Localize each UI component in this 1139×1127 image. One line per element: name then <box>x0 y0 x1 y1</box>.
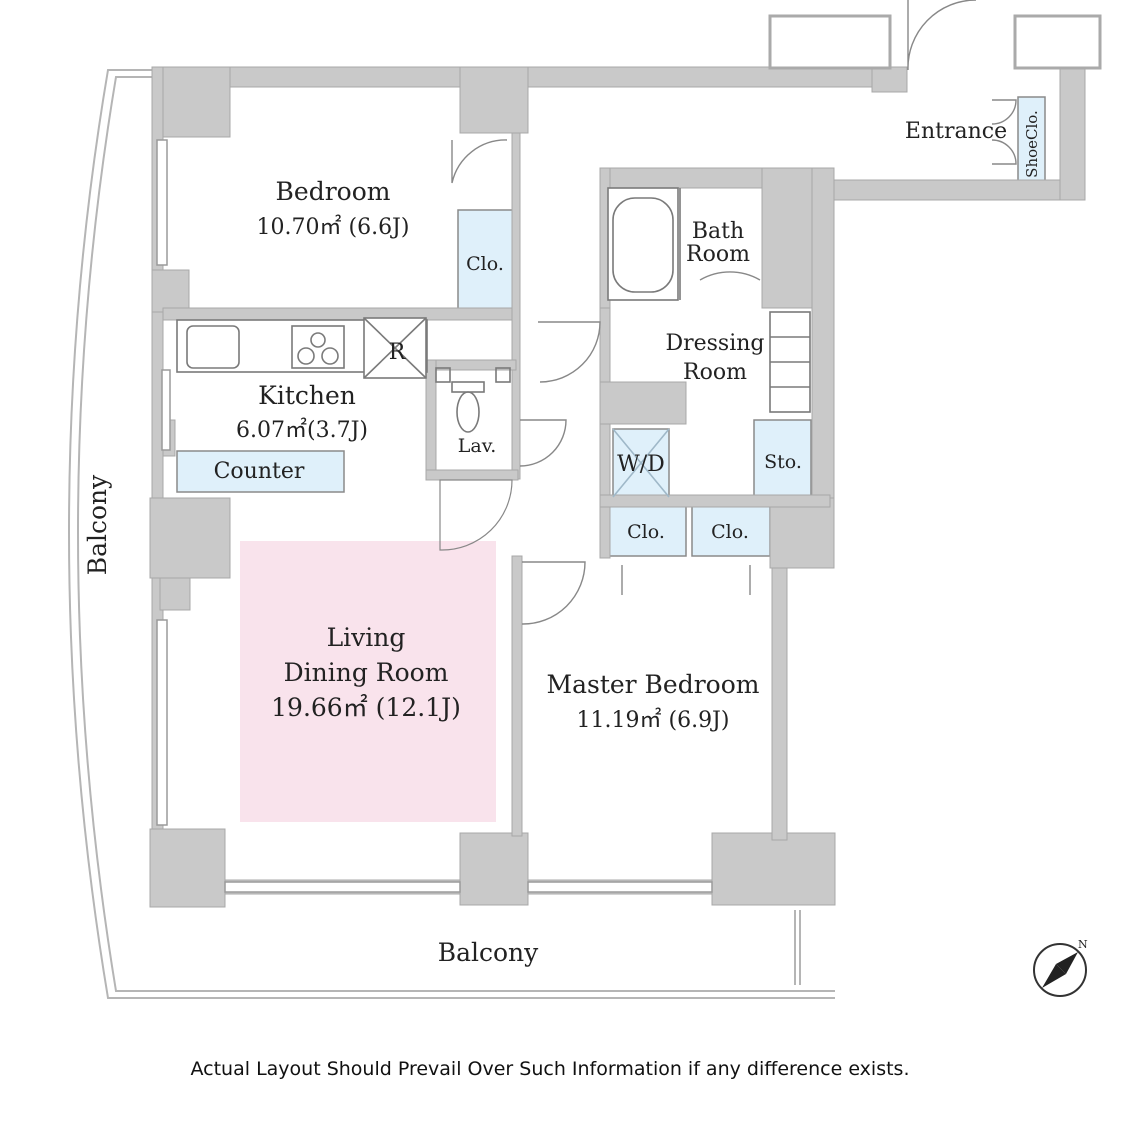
storage-closet <box>753 419 812 499</box>
bath-room-line2: Room <box>686 242 750 267</box>
walls <box>149 14 1102 908</box>
living-name-line2: Dining Room <box>284 658 449 687</box>
dressing-room-line2: Room <box>683 360 747 385</box>
dressing-closet-left <box>605 505 687 557</box>
balcony-left-label: Balcony <box>83 474 112 575</box>
disclaimer-text: Actual Layout Should Prevail Over Such I… <box>190 1058 910 1080</box>
dressing-closet-right-label: Clo. <box>711 521 749 543</box>
balcony-outline <box>68 69 835 999</box>
dressing-room-line1: Dressing <box>665 331 764 356</box>
svg-text:N: N <box>1078 938 1088 951</box>
refrigerator-label: R <box>389 340 407 365</box>
kitchen-area: 6.07㎡(3.7J) <box>236 417 368 443</box>
north-arrow-icon: N <box>1033 938 1088 997</box>
dressing-closet-left-label: Clo. <box>627 521 665 543</box>
bedroom-closet-label: Clo. <box>466 253 504 275</box>
counter <box>176 450 345 493</box>
master-bedroom-name: Master Bedroom <box>546 670 759 699</box>
kitchen-name: Kitchen <box>258 381 356 410</box>
bedroom-area: 10.70㎡ (6.6J) <box>257 214 410 240</box>
fixtures <box>176 187 811 498</box>
door-swings <box>439 0 1017 625</box>
washer-dryer-label: W/D <box>617 452 665 477</box>
living-area: 19.66㎡ (12.1J) <box>271 693 461 722</box>
storage-label: Sto. <box>764 451 802 473</box>
balcony-bottom-label: Balcony <box>438 938 539 967</box>
shoe-closet <box>1017 96 1046 192</box>
counter-label: Counter <box>214 459 305 484</box>
living-floor <box>240 541 496 822</box>
entrance-label: Entrance <box>905 119 1007 144</box>
shoe-closet-label: ShoeClo. <box>1023 110 1041 178</box>
lavatory-label: Lav. <box>458 435 496 457</box>
dressing-closet-right <box>691 505 771 557</box>
living-name-line1: Living <box>327 623 406 652</box>
bedroom-name: Bedroom <box>276 177 391 206</box>
master-bedroom-area: 11.19㎡ (6.9J) <box>577 707 730 733</box>
windows <box>156 139 713 893</box>
bath-room-line1: Bath <box>692 219 744 244</box>
storage-areas <box>176 96 1046 557</box>
